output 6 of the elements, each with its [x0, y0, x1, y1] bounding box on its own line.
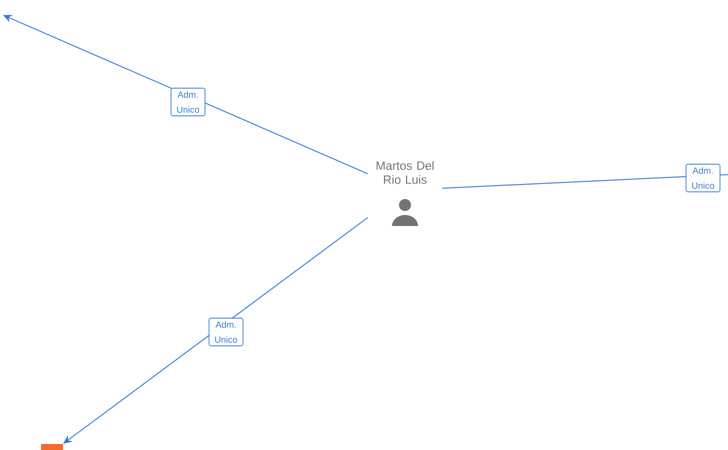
building-icon: [41, 444, 63, 450]
edge-label: Adm. Unico: [208, 318, 244, 346]
node-label: Martos Del Rio Luis: [376, 161, 434, 184]
edge-label: Adm. Unico: [170, 88, 206, 116]
edge-label: Adm. Unico: [686, 164, 720, 192]
person-node: Martos Del Rio Luis: [376, 161, 434, 226]
